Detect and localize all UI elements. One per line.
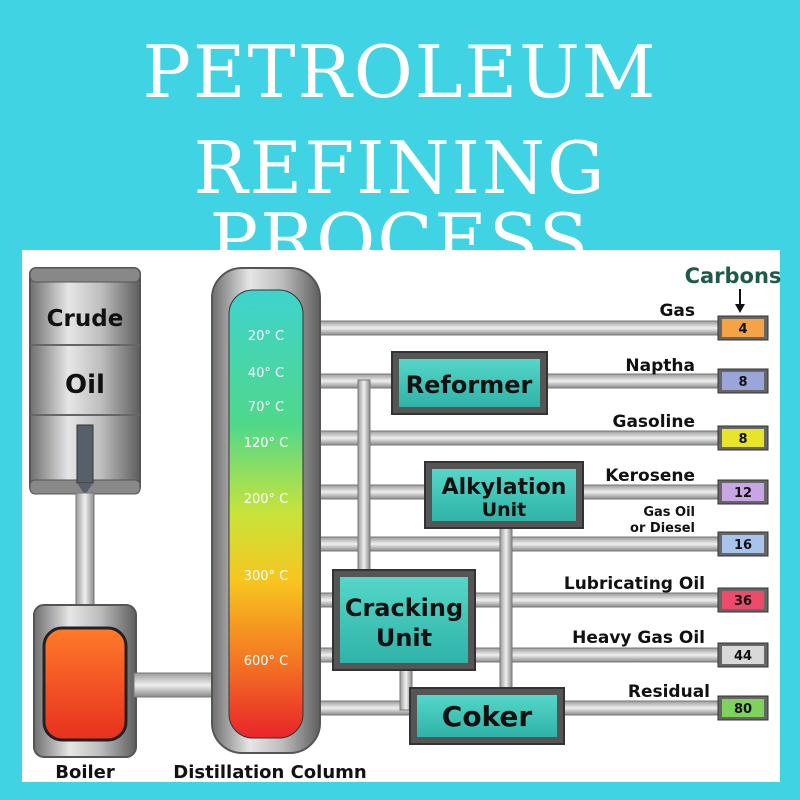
carbon-box-fill <box>722 319 764 337</box>
carbon-box-fill <box>722 591 764 609</box>
product-name-kerosene: Kerosene <box>605 466 695 486</box>
carbon-box-fill <box>722 535 764 553</box>
product-name-lubricating-oil: Lubricating Oil <box>564 574 705 594</box>
carbon-box-fill <box>722 483 764 501</box>
carbon-box: 4 <box>717 315 769 341</box>
temp-label: 70° C <box>248 400 284 415</box>
product-name-gas: Gas <box>659 301 695 321</box>
cracking-unit <box>332 569 476 671</box>
carbon-boxes: 4 8 8 12 16 36 44 80 <box>717 315 769 721</box>
carbon-count: 8 <box>738 432 747 447</box>
crude-oil-barrel <box>29 267 141 495</box>
carbon-box: 8 <box>717 368 769 394</box>
carbon-box: 80 <box>717 695 769 721</box>
crude-label-line1: Crude <box>47 306 124 332</box>
column-label: Distillation Column <box>173 762 366 783</box>
reformer-label: Reformer <box>406 371 533 399</box>
coker-unit <box>409 687 565 745</box>
product-name-gasoline: Gasoline <box>612 412 695 432</box>
temp-label: 40° C <box>248 366 284 381</box>
temp-label: 120° C <box>244 436 289 451</box>
temp-label: 600° C <box>244 654 289 669</box>
temp-label: 200° C <box>244 492 289 507</box>
reformer-unit <box>391 351 548 415</box>
alkylation-unit <box>424 461 584 529</box>
cracking-label-line1: Cracking <box>345 594 463 622</box>
boiler <box>33 604 137 758</box>
temp-label: 20° C <box>248 329 284 344</box>
carbon-box: 8 <box>717 425 769 451</box>
distillation-column <box>211 267 321 754</box>
product-name-naptha: Naptha <box>625 356 695 376</box>
cracking-label-line2: Unit <box>376 624 432 652</box>
product-name-heavy-gas-oil: Heavy Gas Oil <box>572 628 705 648</box>
carbon-box: 44 <box>717 642 769 668</box>
title-line-1: PETROLEUM <box>142 30 658 114</box>
arrow-down-icon <box>735 289 745 313</box>
carbons-header: Carbons <box>685 264 782 288</box>
carbon-count: 36 <box>734 594 752 609</box>
product-name-residual: Residual <box>628 682 710 702</box>
alkylation-label-line1: Alkylation <box>442 475 567 500</box>
carbon-box-fill <box>722 372 764 390</box>
boiler-label: Boiler <box>55 762 115 783</box>
crude-label-line2: Oil <box>65 370 105 400</box>
boiler-to-column-pipe <box>133 672 219 698</box>
carbon-count: 8 <box>738 375 747 390</box>
product-name-diesel-line1: Gas Oil <box>643 505 695 520</box>
product-name-diesel-line2: or Diesel <box>630 521 695 536</box>
carbon-count: 12 <box>734 486 752 501</box>
temp-label: 300° C <box>244 569 289 584</box>
carbon-box-fill <box>722 429 764 447</box>
carbon-count: 4 <box>738 322 747 337</box>
carbon-box: 36 <box>717 587 769 613</box>
carbon-count: 44 <box>734 649 752 664</box>
barrel-to-boiler-pipe <box>75 492 95 609</box>
carbon-box-fill <box>722 646 764 664</box>
carbon-box: 12 <box>717 479 769 505</box>
carbon-count: 80 <box>734 702 752 717</box>
carbon-box-fill <box>722 699 764 717</box>
alkylation-label-line2: Unit <box>482 499 527 521</box>
coker-label: Coker <box>442 700 533 733</box>
carbon-count: 16 <box>734 538 752 553</box>
carbon-box: 16 <box>717 531 769 557</box>
